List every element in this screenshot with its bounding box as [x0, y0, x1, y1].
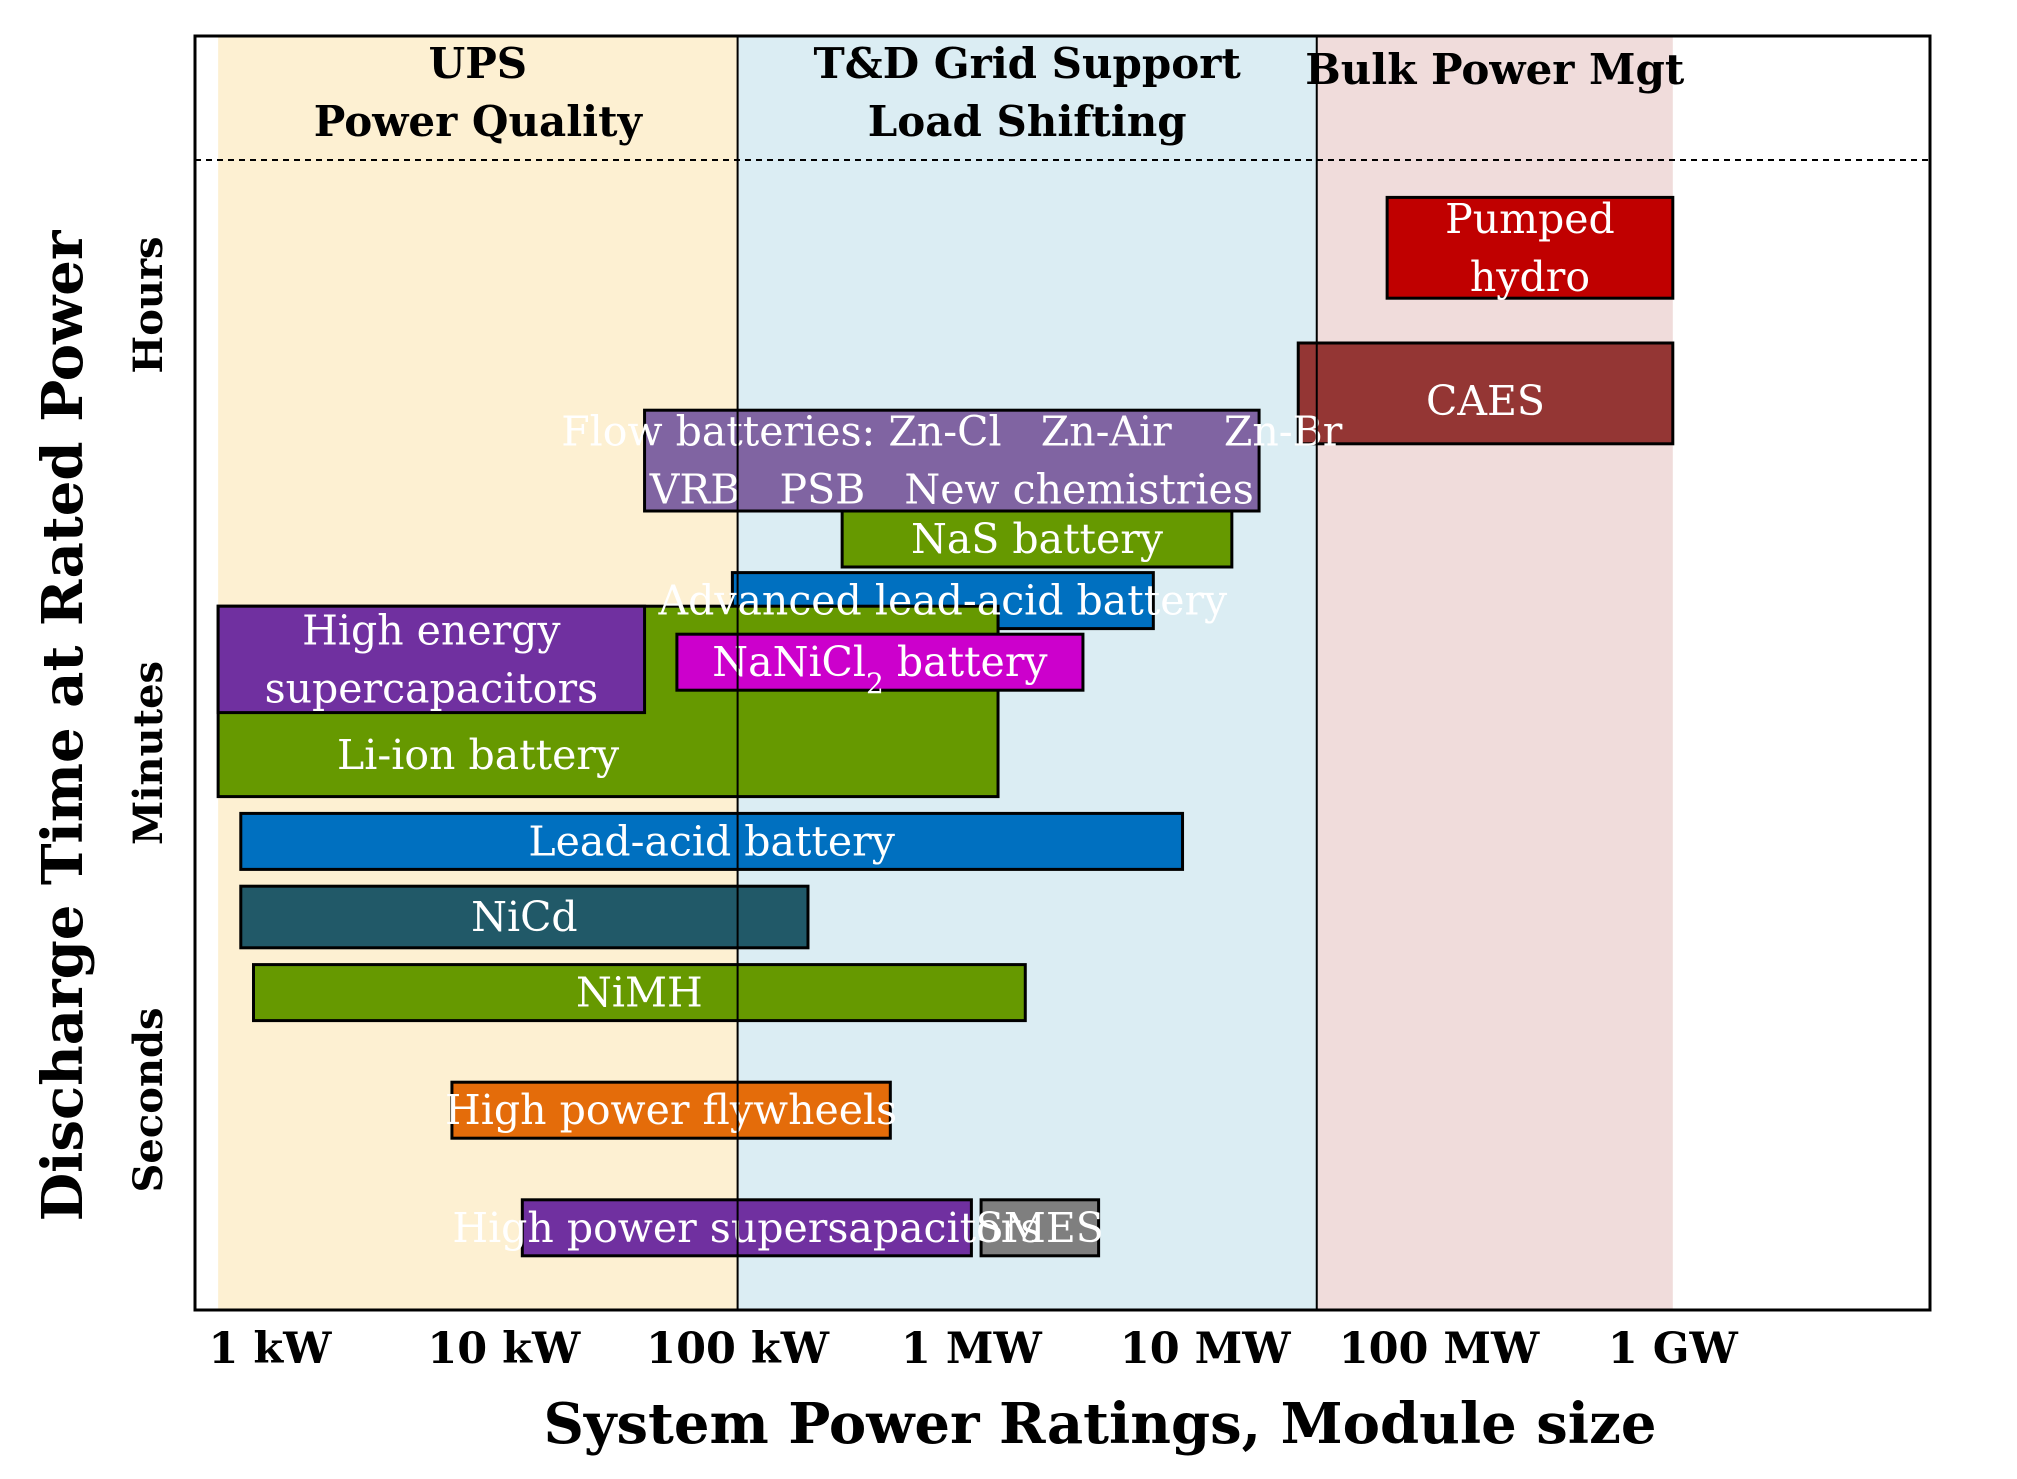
x-tick-label: 1 GW	[1608, 1324, 1739, 1374]
bar-label-lead-acid: Lead-acid battery	[528, 817, 895, 865]
x-tick-label: 1 MW	[901, 1324, 1042, 1374]
bar-label-high-power-flywheels: High power flywheels	[445, 1086, 897, 1134]
region-title-bulk: Bulk Power Mgt	[1305, 45, 1685, 94]
time-level-hours: Hours	[125, 236, 172, 373]
bar-label-nas-battery: NaS battery	[911, 515, 1164, 563]
x-tick-labels: 1 kW 10 kW 100 kW 1 MW 10 MW 100 MW 1 GW	[209, 1324, 1739, 1374]
bar-flow-batteries	[643, 408, 1261, 513]
bar-label-flow-batteries: VRB PSB New chemistries	[649, 466, 1254, 514]
plot-border	[193, 34, 1932, 1312]
bar-label-advanced-lead-acid: Advanced lead-acid battery	[657, 577, 1228, 625]
time-level-seconds: Seconds	[125, 1008, 172, 1193]
bar-pumped-hydro	[1385, 195, 1675, 300]
plot-frame	[193, 34, 1932, 1312]
bar-label-flow-batteries: Flow batteries: Zn-Cl Zn-Air Zn-Br	[561, 408, 1343, 456]
bar-label-high-energy-supercap: supercapacitors	[265, 664, 599, 712]
bar-nanicl2	[675, 632, 1085, 692]
bar-lead-acid	[239, 811, 1185, 871]
x-tick-label: 10 MW	[1120, 1324, 1291, 1374]
time-level-minutes: Minutes	[125, 661, 172, 845]
bar-label-li-ion: Li-ion battery	[337, 731, 620, 779]
x-axis-title: System Power Ratings, Module size	[543, 1391, 1656, 1457]
bar-high-energy-supercap	[216, 604, 647, 715]
bar-smes	[979, 1198, 1101, 1258]
bar-caes	[1296, 341, 1675, 446]
bar-high-power-flywheels	[450, 1080, 892, 1140]
bar-label-pumped-hydro: hydro	[1470, 253, 1590, 301]
x-tick-label: 100 MW	[1339, 1324, 1540, 1374]
y-axis-title: Discharge Time at Rated Power	[30, 229, 96, 1221]
region-title-td: T&D Grid Support	[814, 39, 1242, 88]
x-tick-label: 100 kW	[646, 1324, 830, 1374]
bar-nimh	[251, 963, 1027, 1023]
x-tick-label: 1 kW	[209, 1324, 333, 1374]
bar-nicd	[239, 884, 810, 950]
region-title-ups: Power Quality	[314, 97, 644, 146]
bar-label-caes: CAES	[1426, 377, 1545, 425]
bar-label-pumped-hydro: Pumped	[1445, 195, 1615, 243]
bar-label-smes: SMES	[976, 1204, 1104, 1252]
bar-label-high-energy-supercap: High energy	[302, 606, 561, 654]
bar-label-nicd: NiCd	[471, 893, 578, 941]
bar-label-high-power-supercap: High power supersapacitors	[452, 1204, 1041, 1252]
bar-label-nimh: NiMH	[576, 969, 703, 1017]
time-level-labels: Seconds Minutes Hours	[125, 236, 172, 1192]
x-tick-label: 10 kW	[427, 1324, 581, 1374]
region-title-ups: UPS	[429, 39, 528, 88]
bar-high-power-supercap	[520, 1198, 973, 1258]
bar-nas-battery	[840, 509, 1234, 569]
region-title-td: Load Shifting	[868, 97, 1187, 146]
